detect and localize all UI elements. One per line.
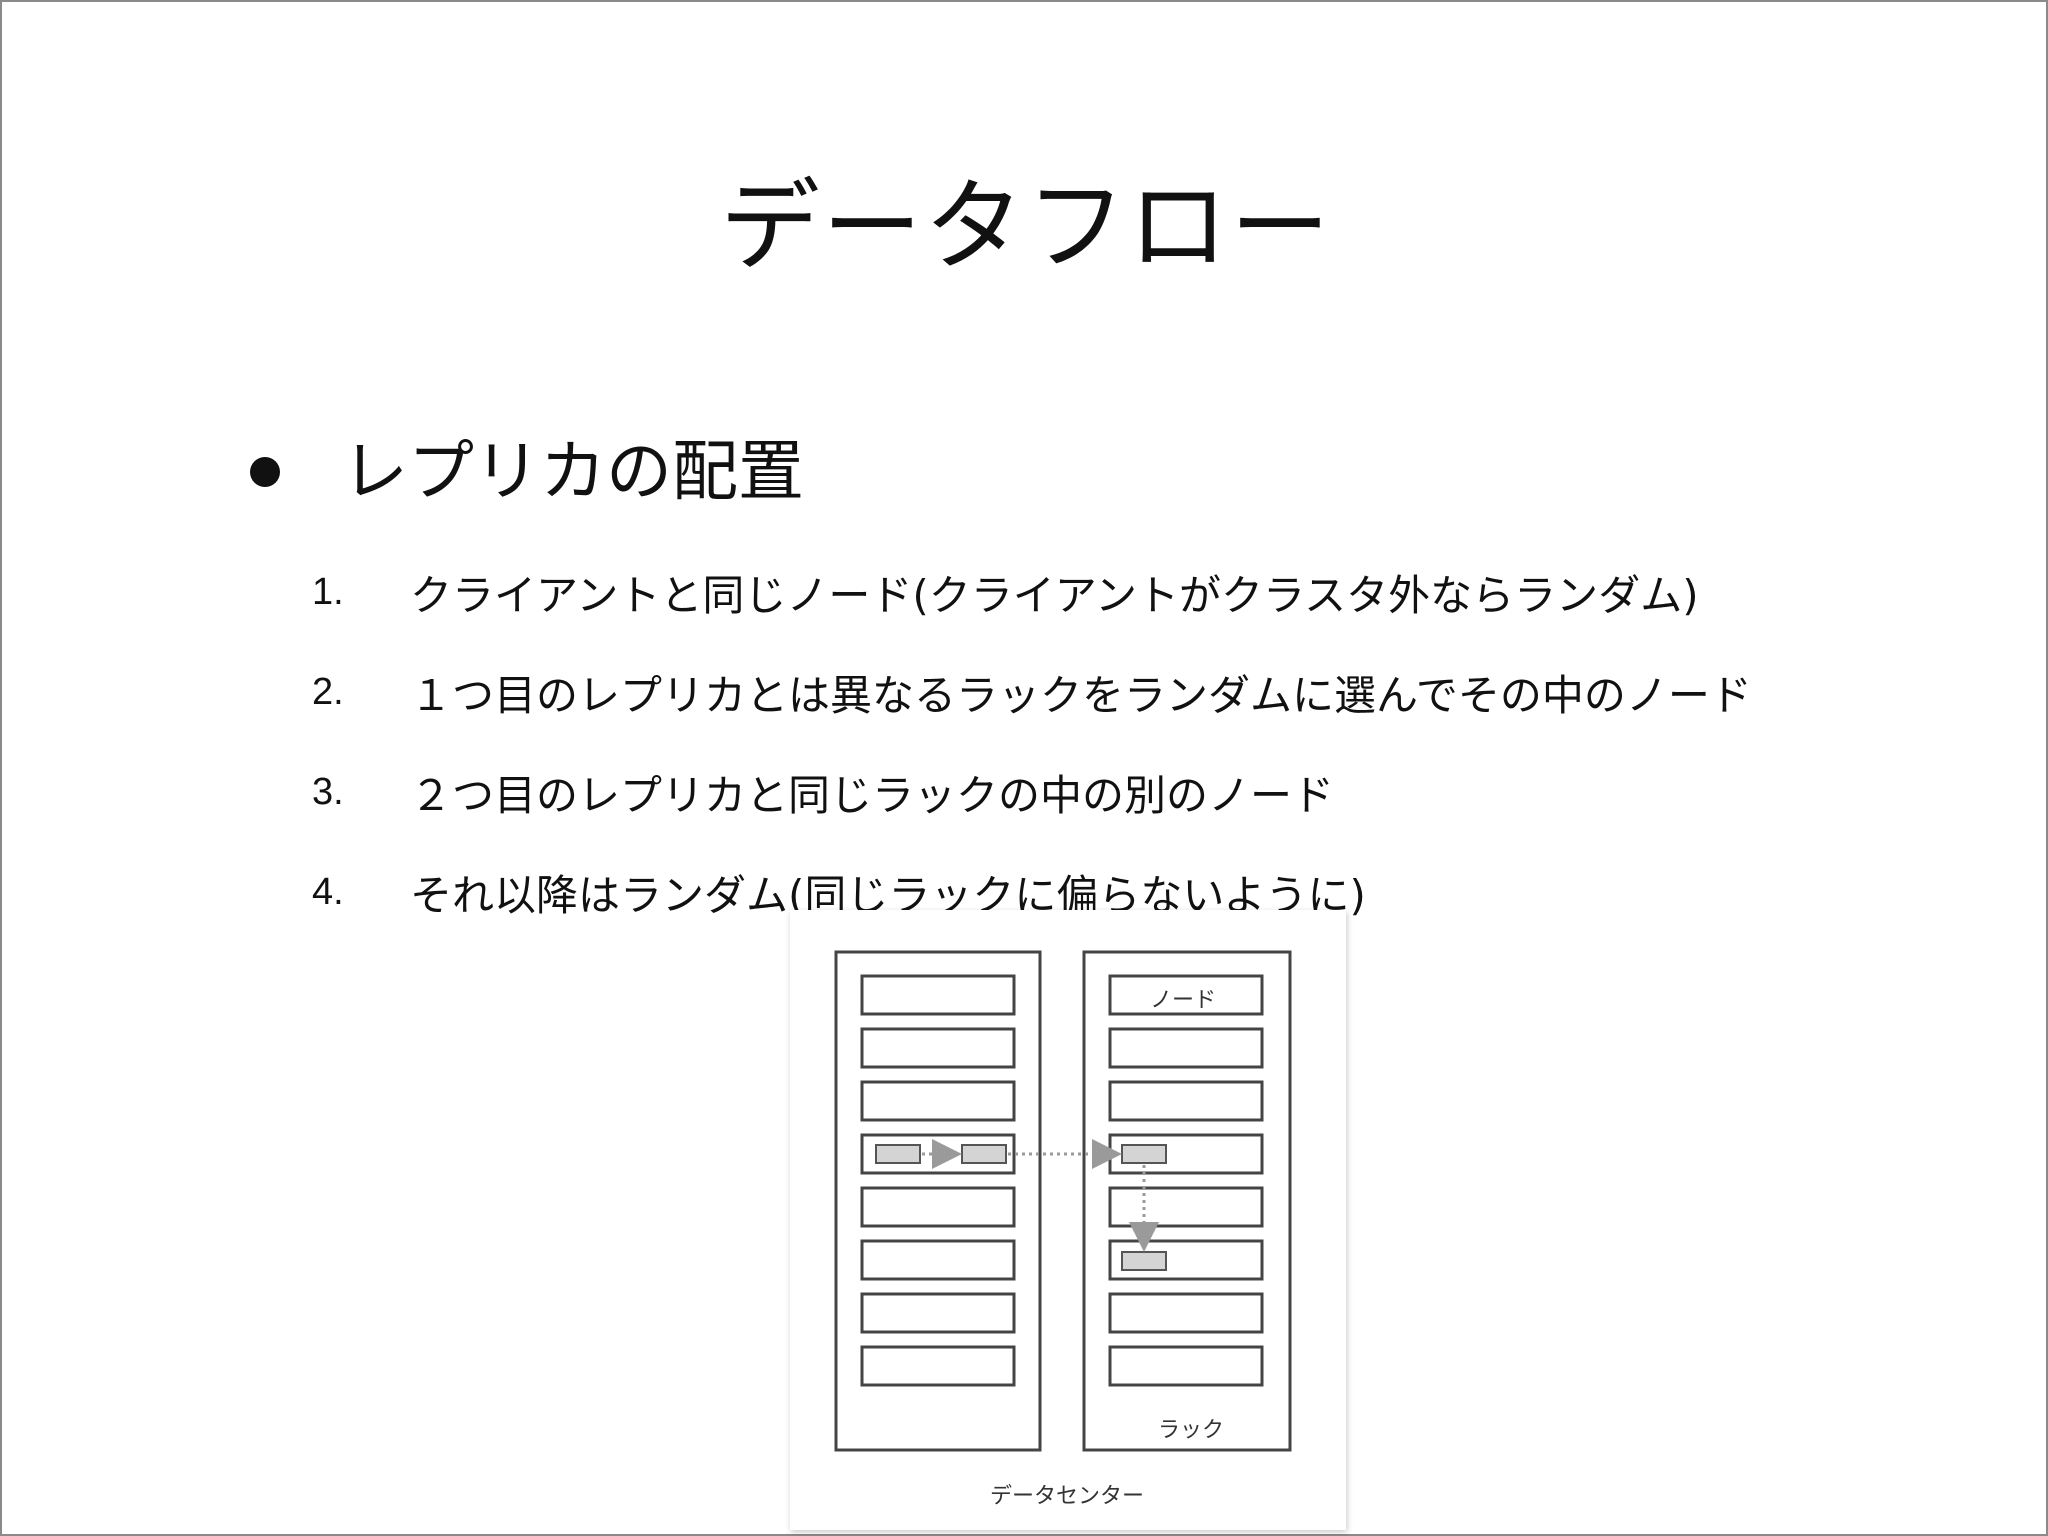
rack-placement-diagram: ノード ラック データセンター	[790, 910, 1346, 1530]
node-label: ノード	[1150, 988, 1217, 1013]
rack-1-node	[860, 1239, 1016, 1281]
replica-block-2	[961, 1144, 1007, 1164]
step-text: クライアントと同じノード(クライアントがクラスタ外ならランダム)	[410, 570, 1699, 620]
bullet-text: レプリカの配置	[342, 433, 804, 510]
rack-label: ラック	[1158, 1418, 1225, 1443]
step-number: 2.	[312, 670, 344, 713]
replica-block-3	[1121, 1144, 1167, 1164]
rack-2-node	[1108, 1027, 1264, 1069]
rack-1-node	[860, 1186, 1016, 1228]
rack-2-node	[1108, 1080, 1264, 1122]
step-number: 3.	[312, 770, 344, 813]
slide-title: データフロー	[720, 168, 1332, 285]
rack-1-node	[860, 1345, 1016, 1387]
rack-2-node	[1108, 1292, 1264, 1334]
step-number: 4.	[312, 870, 344, 913]
bullet-item: レプリカの配置	[250, 432, 804, 512]
step-list: 1. クライアントと同じノード(クライアントがクラスタ外ならランダム) 2. １…	[312, 542, 1752, 942]
step-text: １つ目のレプリカとは異なるラックをランダムに選んでその中のノード	[410, 670, 1752, 720]
rack-2-node-labeled	[1108, 974, 1264, 1016]
step-item: 2. １つ目のレプリカとは異なるラックをランダムに選んでその中のノード	[312, 642, 1752, 742]
rack-1-node	[860, 974, 1016, 1016]
diagram-canvas	[834, 950, 1292, 1452]
rack-1-node	[860, 1027, 1016, 1069]
step-item: 1. クライアントと同じノード(クライアントがクラスタ外ならランダム)	[312, 542, 1752, 642]
rack-1-node	[860, 1292, 1016, 1334]
replica-block-4	[1121, 1251, 1167, 1271]
replica-block-1	[875, 1144, 921, 1164]
rack-2-node	[1108, 1186, 1264, 1228]
datacenter-label: データセンター	[990, 1484, 1145, 1509]
rack-1-node	[860, 1080, 1016, 1122]
step-item: 3. ２つ目のレプリカと同じラックの中の別のノード	[312, 742, 1752, 842]
step-number: 1.	[312, 570, 344, 613]
bullet-dot-icon	[250, 457, 280, 487]
rack-2-node	[1108, 1345, 1264, 1387]
step-text: ２つ目のレプリカと同じラックの中の別のノード	[410, 770, 1335, 820]
